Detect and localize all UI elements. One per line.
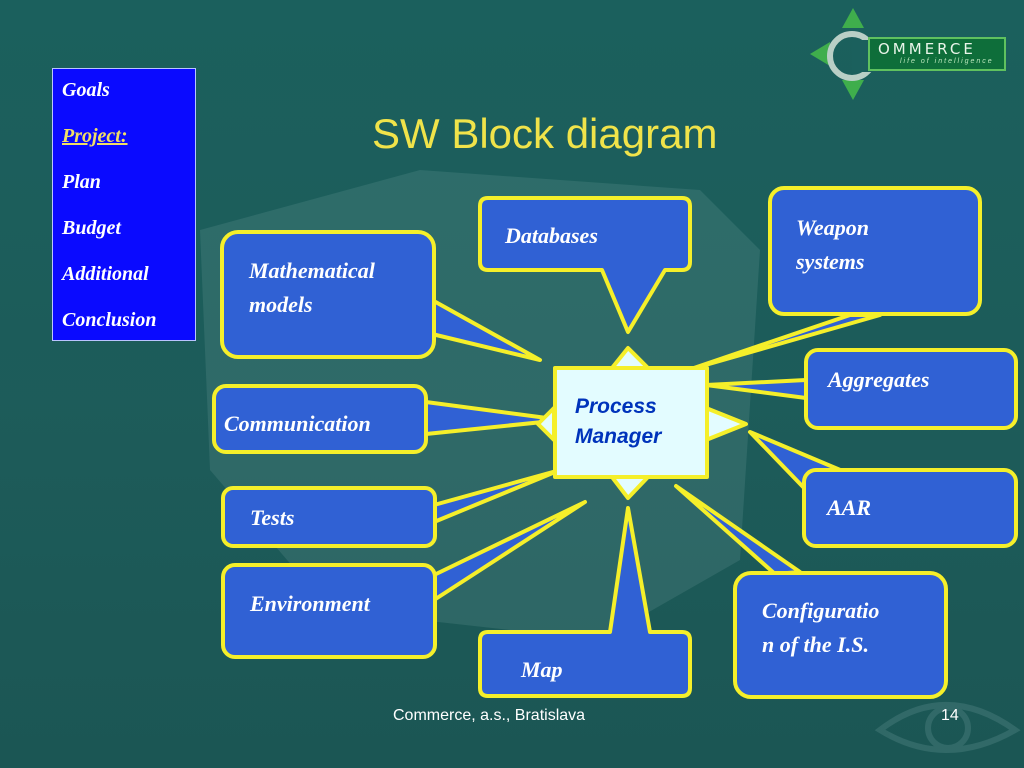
logo-wordmark: OMMERCE life of intelligence (868, 37, 1006, 71)
weapon-systems-label-line1: Weapon (796, 215, 869, 240)
slide-title: SW Block diagram (372, 110, 718, 157)
tests-block (221, 486, 437, 548)
map-label: Map (521, 657, 563, 682)
environment-block (221, 563, 437, 659)
eye-watermark-icon (874, 702, 1021, 753)
page-number: 14 (941, 707, 959, 724)
mathematical-models-label-line2: models (249, 292, 313, 317)
nav-item-goals[interactable]: Goals (62, 79, 110, 101)
logo-word: OMMERCE (878, 40, 976, 58)
weapon-systems-label-line2: systems (796, 249, 865, 274)
configuration-block (733, 571, 948, 699)
process-manager-label-line2: Manager (575, 425, 662, 448)
configuration-label-line2: n of the I.S. (762, 632, 869, 657)
weapon-systems-block (768, 186, 982, 316)
databases-label: Databases (505, 223, 598, 248)
mathematical-models-label-line1: Mathematical (249, 258, 375, 283)
nav-item-budget[interactable]: Budget (62, 217, 121, 239)
aar-block (802, 468, 1018, 548)
communication-label: Communication (224, 411, 371, 436)
mathematical-models-label: Mathematical models (249, 254, 375, 322)
aar-label: AAR (827, 495, 872, 520)
configuration-label: Configuratio n of the I.S. (762, 594, 879, 662)
map-block (478, 506, 692, 698)
nav-item-plan[interactable]: Plan (62, 171, 101, 193)
nav-item-conclusion[interactable]: Conclusion (62, 309, 157, 331)
nav-item-project[interactable]: Project: (62, 125, 128, 147)
process-manager-label: Process Manager (575, 392, 661, 452)
weapon-systems-label: Weapon systems (796, 211, 869, 279)
databases-block (478, 196, 692, 334)
communication-block (212, 384, 428, 454)
aggregates-block (804, 348, 1018, 430)
process-manager-block (536, 346, 748, 500)
nav-item-additional[interactable]: Additional (62, 263, 149, 285)
mathematical-models-block (220, 230, 436, 359)
aggregates-label: Aggregates (828, 367, 930, 392)
logo-tagline: life of intelligence (900, 58, 994, 65)
tests-label: Tests (250, 505, 295, 530)
agenda-panel: Goals Project: Plan Budget Additional Co… (52, 68, 196, 341)
process-manager-label-line1: Process (575, 395, 657, 418)
footer-text: Commerce, a.s., Bratislava (393, 707, 586, 724)
environment-label: Environment (250, 591, 370, 616)
configuration-label-line1: Configuratio (762, 598, 880, 623)
